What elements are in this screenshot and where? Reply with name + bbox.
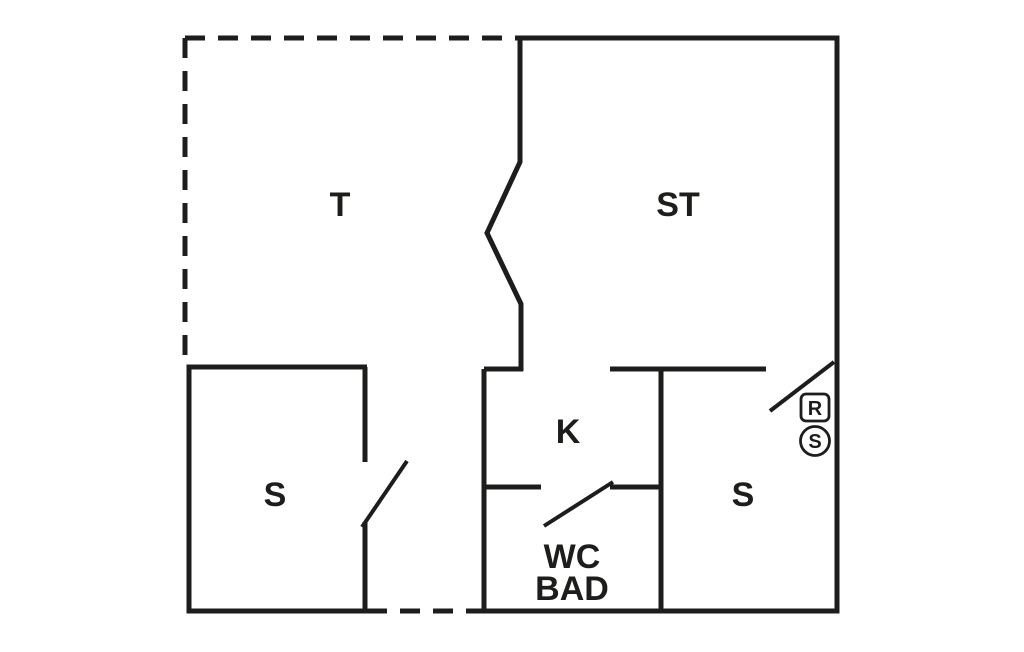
bedroom-left-walls <box>186 364 367 614</box>
room-label-kitchen: K <box>556 413 581 451</box>
terrace-livingroom-divider-wall <box>484 38 524 371</box>
room-label-bedroom-right: S <box>732 476 755 514</box>
s-badge-circle <box>799 425 831 457</box>
room-label-terrace: T <box>330 186 351 224</box>
room-label-living-room: ST <box>656 186 700 224</box>
room-label-bad: BAD <box>535 570 609 608</box>
bedroom-left-door <box>360 459 409 529</box>
wc-door <box>542 480 615 528</box>
r-badge-square <box>799 392 831 423</box>
s-badge-label: S <box>808 431 821 453</box>
bedroom-right-door <box>768 360 836 413</box>
room-label-bedroom-left: S <box>264 476 287 514</box>
room-label-wc: WC <box>544 538 601 576</box>
r-badge-label: R <box>808 398 823 420</box>
